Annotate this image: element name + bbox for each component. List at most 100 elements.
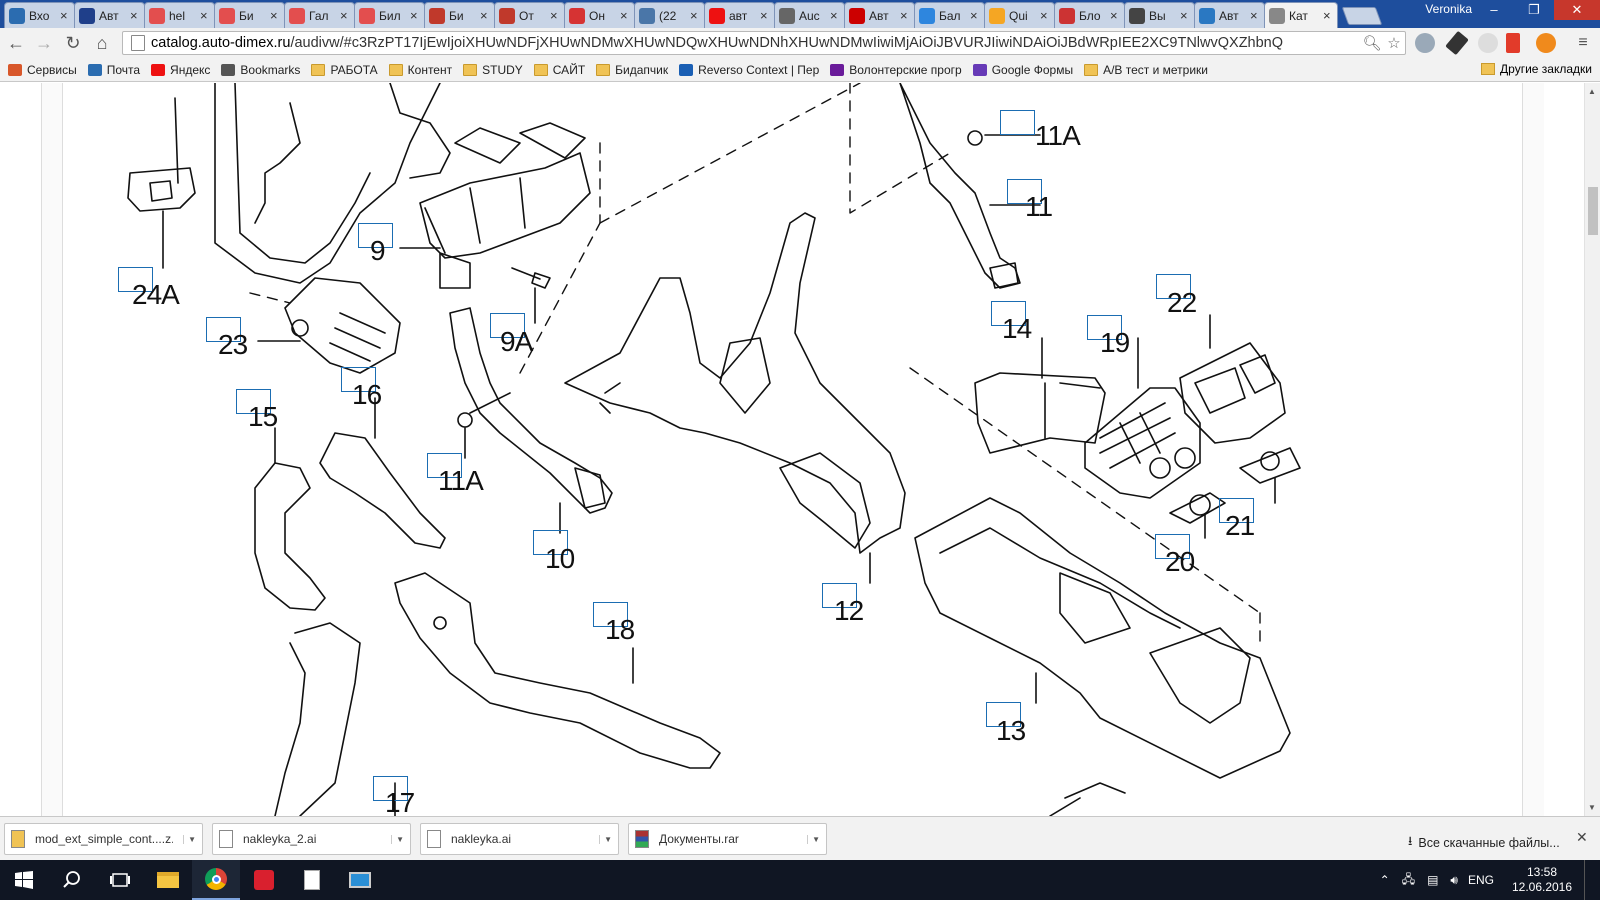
eyedropper-extension-icon[interactable] — [1445, 30, 1469, 56]
search-icon[interactable] — [48, 860, 96, 900]
download-item[interactable]: mod_ext_simple_cont....z...▼ — [4, 823, 203, 855]
scroll-thumb[interactable] — [1588, 187, 1598, 235]
browser-tab[interactable]: Авт× — [74, 2, 145, 28]
tab-close-icon[interactable]: × — [620, 7, 628, 23]
search-icon[interactable]: 🔍︎ — [1362, 35, 1382, 52]
browser-tab[interactable]: Бал× — [914, 2, 985, 28]
tab-close-icon[interactable]: × — [270, 7, 278, 23]
app-red-icon[interactable] — [240, 860, 288, 900]
scroll-down-icon[interactable]: ▼ — [1588, 803, 1596, 812]
tab-close-icon[interactable]: × — [60, 7, 68, 23]
bookmark-item[interactable]: Reverso Context | Пер — [679, 63, 819, 77]
close-downloads-icon[interactable]: ✕ — [1576, 829, 1588, 845]
tab-close-icon[interactable]: × — [760, 7, 768, 23]
network-icon[interactable]: 🖧︎ — [1401, 871, 1416, 886]
language-indicator[interactable]: ENG — [1467, 873, 1494, 887]
download-item[interactable]: nakleyka.ai▼ — [420, 823, 619, 855]
tab-close-icon[interactable]: × — [690, 7, 698, 23]
show-all-downloads[interactable]: ⭳ Все скачанные файлы... — [1408, 832, 1560, 853]
bookmark-item[interactable]: Бидапчик — [596, 63, 668, 77]
minimize-icon[interactable]: – — [1490, 2, 1498, 17]
bookmark-star-icon[interactable]: ☆ — [1387, 35, 1401, 52]
part-callout-box[interactable] — [341, 367, 376, 392]
remote-desktop-icon[interactable] — [336, 860, 384, 900]
chevron-down-icon[interactable]: ▼ — [807, 834, 820, 844]
bookmark-item[interactable]: Bookmarks — [221, 63, 300, 77]
browser-tab[interactable]: hel× — [144, 2, 215, 28]
vertical-scrollbar[interactable]: ▲ ▼ — [1584, 83, 1600, 816]
tab-close-icon[interactable]: × — [550, 7, 558, 23]
tab-close-icon[interactable]: × — [200, 7, 208, 23]
fox-extension-icon[interactable] — [1536, 33, 1556, 53]
task-view-icon[interactable] — [96, 860, 144, 900]
part-callout-box[interactable] — [533, 530, 568, 555]
chevron-down-icon[interactable]: ▼ — [391, 834, 404, 844]
chevron-down-icon[interactable]: ▼ — [183, 834, 196, 844]
tab-close-icon[interactable]: × — [130, 7, 138, 23]
part-callout-box[interactable] — [373, 776, 408, 801]
chrome-icon[interactable] — [192, 860, 240, 900]
tab-close-icon[interactable]: × — [900, 7, 908, 23]
tab-close-icon[interactable]: × — [1180, 7, 1188, 23]
bookmark-item[interactable]: A/B тест и метрики — [1084, 63, 1208, 77]
browser-tab[interactable]: Бло× — [1054, 2, 1125, 28]
download-item[interactable]: Документы.rar▼ — [628, 823, 827, 855]
windows-start-icon[interactable] — [0, 860, 48, 900]
browser-tab[interactable]: Гал× — [284, 2, 355, 28]
clock[interactable]: 13:58 12.06.2016 — [1504, 865, 1580, 895]
part-callout-box[interactable] — [822, 583, 857, 608]
forward-arrow-icon[interactable]: → — [35, 33, 53, 53]
browser-tab[interactable]: Кат× — [1264, 2, 1338, 28]
browser-tab[interactable]: Бил× — [354, 2, 425, 28]
bookmark-item[interactable]: STUDY — [463, 63, 523, 77]
calculator-icon[interactable] — [288, 860, 336, 900]
part-callout-box[interactable] — [490, 313, 525, 338]
menu-icon[interactable]: ≡ — [1578, 34, 1588, 51]
home-icon[interactable]: ⌂ — [96, 33, 108, 53]
reload-icon[interactable]: ↻ — [65, 33, 81, 53]
tab-close-icon[interactable]: × — [970, 7, 978, 23]
part-callout-box[interactable] — [236, 389, 271, 414]
tab-close-icon[interactable]: × — [480, 7, 488, 23]
download-item[interactable]: nakleyka_2.ai▼ — [212, 823, 411, 855]
scroll-up-icon[interactable]: ▲ — [1588, 87, 1596, 96]
part-callout-box[interactable] — [358, 223, 393, 248]
browser-tab[interactable]: Авт× — [844, 2, 915, 28]
browser-tab[interactable]: Би× — [424, 2, 495, 28]
bookmark-item[interactable]: Сервисы — [8, 63, 77, 77]
bookmark-item[interactable]: Яндекс — [151, 63, 210, 77]
other-bookmarks[interactable]: Другие закладки — [1481, 62, 1592, 76]
back-arrow-icon[interactable]: ← — [7, 33, 25, 53]
show-desktop-button[interactable] — [1584, 860, 1600, 900]
part-callout-box[interactable] — [593, 602, 628, 627]
browser-tab[interactable]: (22× — [634, 2, 705, 28]
part-callout-box[interactable] — [1155, 534, 1190, 559]
bookmark-item[interactable]: Волонтерские прогр — [830, 63, 962, 77]
browser-tab[interactable]: авт× — [704, 2, 775, 28]
tab-close-icon[interactable]: × — [1250, 7, 1258, 23]
profile-name[interactable]: Veronika — [1425, 2, 1472, 16]
tab-close-icon[interactable]: × — [410, 7, 418, 23]
close-icon[interactable]: ✕ — [1554, 0, 1600, 20]
tab-close-icon[interactable]: × — [1040, 7, 1048, 23]
part-callout-box[interactable] — [1007, 179, 1042, 204]
bookmark-extension-icon[interactable] — [1506, 33, 1520, 53]
browser-tab[interactable]: Вхо× — [4, 2, 75, 28]
bookmark-item[interactable]: Контент — [388, 63, 452, 77]
part-callout-box[interactable] — [1087, 315, 1122, 340]
tab-close-icon[interactable]: × — [340, 7, 348, 23]
part-callout-box[interactable] — [1156, 274, 1191, 299]
browser-tab[interactable]: Qui× — [984, 2, 1055, 28]
file-explorer-icon[interactable] — [144, 860, 192, 900]
tab-close-icon[interactable]: × — [830, 7, 838, 23]
bookmark-item[interactable]: РАБОТА — [311, 63, 378, 77]
camera-extension-icon[interactable] — [1478, 33, 1498, 53]
browser-tab[interactable]: Auc× — [774, 2, 845, 28]
tab-close-icon[interactable]: × — [1110, 7, 1118, 23]
part-callout-box[interactable] — [986, 702, 1021, 727]
part-callout-box[interactable] — [206, 317, 241, 342]
bookmark-item[interactable]: САЙТ — [533, 63, 585, 77]
browser-tab[interactable]: Он× — [564, 2, 635, 28]
browser-tab[interactable]: Авт× — [1194, 2, 1265, 28]
part-callout-box[interactable] — [1000, 110, 1035, 135]
